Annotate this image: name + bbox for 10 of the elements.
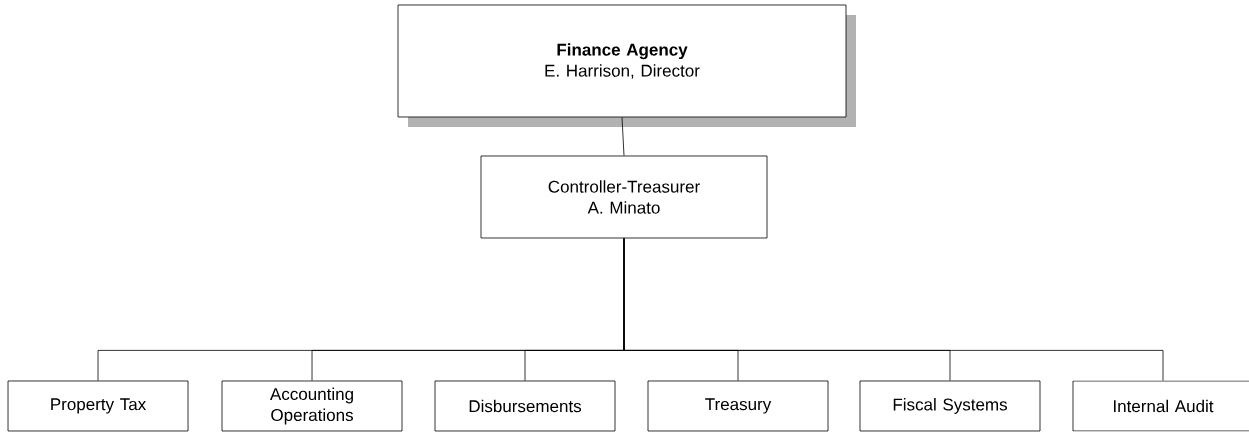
unit-box: Property Tax: [7, 380, 189, 432]
agency-box: Finance Agency E. Harrison, Director: [397, 4, 856, 127]
unit-box: Accounting Operations: [221, 380, 403, 432]
officer-box: Controller-Treasurer A. Minato: [480, 155, 768, 239]
unit-box: Fiscal Systems: [859, 380, 1041, 432]
unit-box: Internal Audit: [1072, 380, 1249, 432]
unit-box: Treasury: [647, 380, 829, 432]
connector-line: [621, 117, 625, 156]
unit-box: Disbursements: [434, 380, 616, 432]
connector-line: [623, 238, 1164, 381]
